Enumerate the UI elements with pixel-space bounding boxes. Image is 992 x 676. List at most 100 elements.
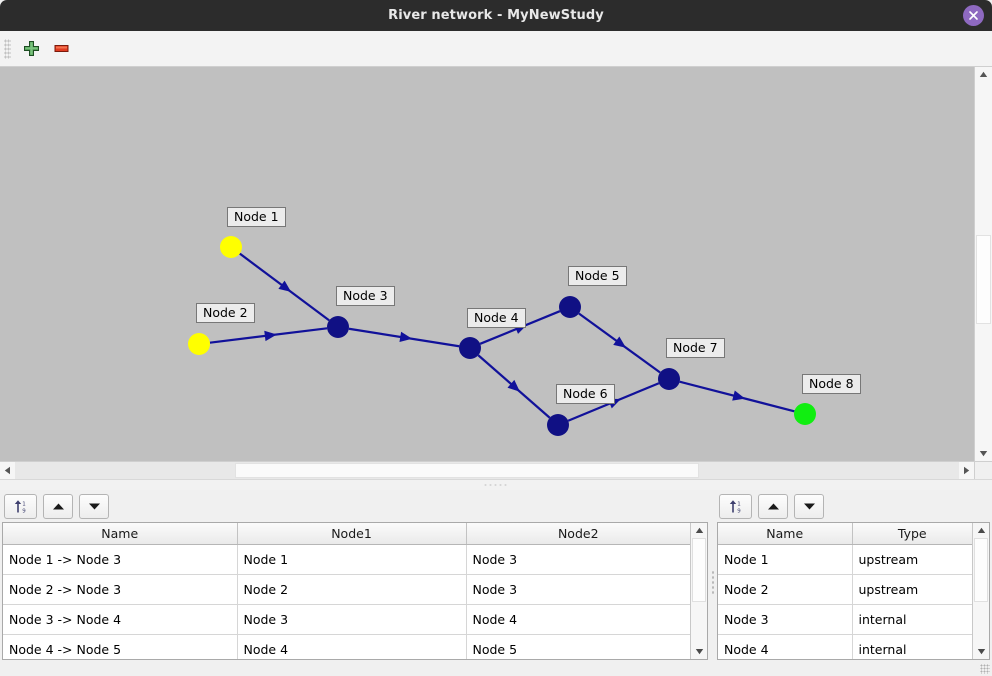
triangle-up-icon — [695, 527, 703, 533]
delete-node-button[interactable] — [46, 35, 76, 63]
cell-node1[interactable]: Node 2 — [237, 574, 467, 605]
reaches-scroll-down-button[interactable] — [691, 644, 707, 659]
reaches-move-up-button[interactable] — [43, 493, 73, 519]
cell-name[interactable]: Node 2 — [718, 574, 853, 605]
cell-name[interactable]: Node 4 — [718, 634, 853, 659]
cell-node2[interactable]: Node 3 — [466, 574, 690, 605]
triangle-down-icon — [695, 649, 703, 655]
canvas-hscroll-thumb[interactable] — [235, 463, 699, 478]
cell-name[interactable]: Node 1 -> Node 3 — [3, 544, 238, 575]
nodes-table-scrollbar[interactable] — [972, 523, 989, 659]
reaches-pane: 1 9 — [0, 490, 710, 676]
nodes-scroll-down-button[interactable] — [973, 644, 989, 659]
scroll-left-button[interactable] — [0, 462, 15, 479]
graph-node-node8[interactable] — [794, 403, 816, 425]
nodes-scroll-up-button[interactable] — [973, 523, 989, 538]
cell-node1[interactable]: Node 3 — [237, 604, 467, 635]
canvas-vscroll-track[interactable] — [975, 82, 992, 446]
column-header-node2[interactable]: Node2 — [466, 523, 690, 545]
close-window-button[interactable] — [963, 5, 984, 26]
splitter-dots — [711, 570, 714, 596]
nodes-move-up-button[interactable] — [758, 493, 788, 519]
graph-node-node6[interactable] — [547, 414, 569, 436]
river-network-graph[interactable]: Node 1 Node 2 Node 3 Node 4 Node 5 Node 6 Node… — [0, 67, 974, 461]
cell-type[interactable]: internal — [852, 634, 972, 659]
cell-node1[interactable]: Node 4 — [237, 634, 467, 659]
nodes-sort-button[interactable]: 1 9 — [719, 493, 752, 519]
reaches-sort-button[interactable]: 1 9 — [4, 493, 37, 519]
scroll-down-button[interactable] — [975, 446, 992, 461]
graph-node-node3[interactable] — [327, 316, 349, 338]
graph-node-label-node3[interactable]: Node 3 — [336, 286, 395, 306]
graph-node-node2[interactable] — [188, 333, 210, 355]
graph-node-node5[interactable] — [559, 296, 581, 318]
scroll-right-button[interactable] — [959, 462, 974, 479]
reaches-scroll-thumb[interactable] — [692, 538, 706, 602]
horizontal-splitter-handle[interactable] — [710, 490, 715, 676]
graph-node-node4[interactable] — [459, 337, 481, 359]
cell-node2[interactable]: Node 3 — [466, 544, 690, 575]
cell-name[interactable]: Node 4 -> Node 5 — [3, 634, 238, 659]
graph-node-node7[interactable] — [658, 368, 680, 390]
cell-node2[interactable]: Node 4 — [466, 604, 690, 635]
cell-name[interactable]: Node 3 — [718, 604, 853, 635]
nodes-toolbar: 1 9 — [715, 490, 992, 522]
reaches-scroll-up-button[interactable] — [691, 523, 707, 538]
reaches-scroll-track[interactable] — [691, 538, 707, 644]
canvas-hscroll-track[interactable] — [15, 462, 959, 479]
scroll-up-button[interactable] — [975, 67, 992, 82]
column-header-name[interactable]: Name — [718, 523, 853, 545]
toolbar-grip[interactable] — [4, 38, 11, 59]
vertical-splitter-handle[interactable] — [0, 479, 992, 490]
graph-node-label-node1[interactable]: Node 1 — [227, 207, 286, 227]
cell-name[interactable]: Node 3 -> Node 4 — [3, 604, 238, 635]
nodes-scroll-track[interactable] — [973, 538, 989, 644]
column-header-type[interactable]: Type — [852, 523, 972, 545]
graph-node-label-node8[interactable]: Node 8 — [802, 374, 861, 394]
reaches-toolbar: 1 9 — [0, 490, 710, 522]
reaches-move-down-button[interactable] — [79, 493, 109, 519]
cell-name[interactable]: Node 2 -> Node 3 — [3, 574, 238, 605]
cell-type[interactable]: upstream — [852, 574, 972, 605]
column-header-name[interactable]: Name — [3, 523, 238, 545]
column-header-node1[interactable]: Node1 — [237, 523, 467, 545]
nodes-scroll-thumb[interactable] — [974, 538, 988, 602]
triangle-right-icon — [964, 466, 970, 475]
cell-type[interactable]: upstream — [852, 544, 972, 575]
nodes-move-down-button[interactable] — [794, 493, 824, 519]
svg-text:1: 1 — [22, 501, 26, 507]
svg-text:9: 9 — [22, 508, 26, 514]
canvas-vscroll-thumb[interactable] — [976, 235, 991, 324]
window-resize-grip[interactable] — [980, 664, 990, 674]
add-node-button[interactable] — [16, 35, 46, 63]
arrow-up-icon — [767, 503, 779, 509]
cell-node1[interactable]: Node 1 — [237, 544, 467, 575]
graph-node-label-node5[interactable]: Node 5 — [568, 266, 627, 286]
sort-icon: 1 9 — [729, 499, 741, 514]
cell-name[interactable]: Node 1 — [718, 544, 853, 575]
graph-node-label-node2[interactable]: Node 2 — [196, 303, 255, 323]
canvas-vertical-scrollbar[interactable] — [974, 67, 992, 461]
graph-node-label-node4[interactable]: Node 4 — [467, 308, 526, 328]
cell-node2[interactable]: Node 5 — [466, 634, 690, 659]
cell-type[interactable]: internal — [852, 604, 972, 635]
reaches-table-scrollbar[interactable] — [690, 523, 707, 659]
graph-edge-arrowhead — [264, 330, 277, 342]
graph-node-label-node7[interactable]: Node 7 — [666, 338, 725, 358]
graph-node-node1[interactable] — [220, 236, 242, 258]
graph-node-label-node6[interactable]: Node 6 — [556, 384, 615, 404]
graph-edge-arrowhead — [399, 331, 413, 343]
canvas-horizontal-scrollbar[interactable] — [0, 461, 992, 479]
